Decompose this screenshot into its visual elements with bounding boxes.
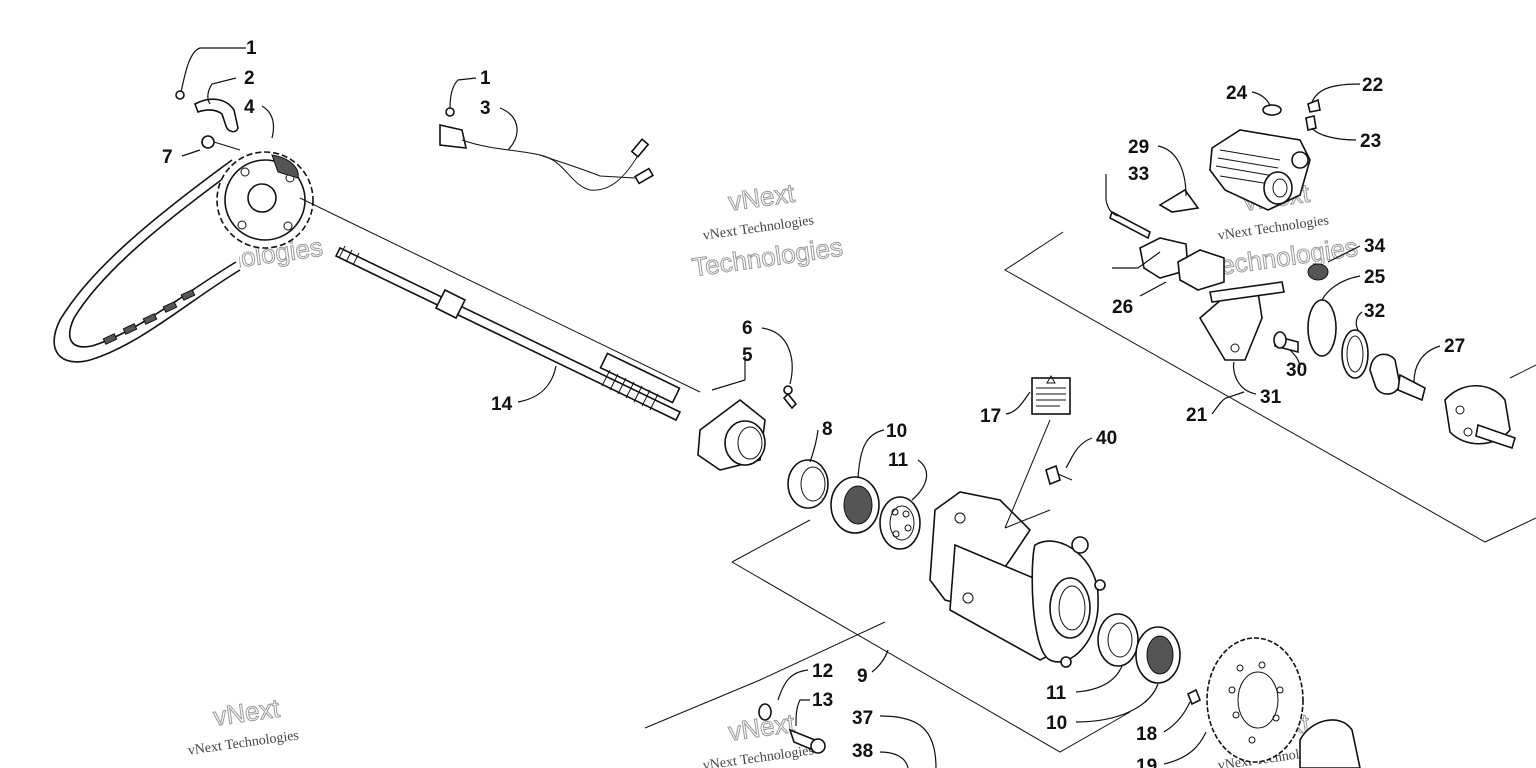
callout-32: 26 — [1112, 297, 1133, 318]
warning-decal — [1031, 374, 1071, 415]
callout-12: 12 — [812, 661, 833, 682]
chain-guard-parts — [175, 90, 241, 151]
sprocket — [216, 151, 314, 249]
callout-29: 29 — [1128, 137, 1149, 158]
callout-13: 13 — [812, 690, 833, 711]
watermark-line: vNext Technologies — [187, 728, 300, 758]
parts — [53, 90, 1536, 768]
callout-1: 1 — [480, 68, 491, 89]
callout-2: 2 — [244, 68, 255, 89]
callout-24: 24 — [1226, 83, 1248, 104]
axle-housing — [929, 491, 1106, 668]
callout-1: 1 — [246, 38, 257, 59]
callout-26: 32 — [1364, 301, 1385, 322]
axle-shaft — [299, 197, 701, 422]
watermark: vNext vNext Technologies — [187, 692, 300, 759]
bearing-flange — [697, 385, 798, 471]
callout-11: 11 — [1046, 683, 1067, 704]
callout-22: 22 — [1362, 75, 1383, 96]
callout-25: 25 — [1364, 267, 1386, 288]
seal-bearing-set-upper — [830, 476, 921, 550]
callout-9: 9 — [857, 666, 868, 687]
housing-bolt — [1045, 464, 1073, 486]
callout-38: 38 — [852, 741, 873, 762]
callout-5: 5 — [742, 345, 753, 366]
watermark-line: vNext Technologies — [702, 743, 815, 768]
caliper-bracket — [1198, 263, 1329, 361]
callout-19: 19 — [1136, 756, 1157, 768]
brake-pads — [1109, 188, 1225, 291]
callout-4: 4 — [244, 97, 255, 118]
callout-8: 8 — [822, 419, 833, 440]
watermark-big-top: vNext — [211, 693, 282, 732]
watermark: vNext vNext Technologies Technologies — [690, 177, 845, 283]
callout-30: 30 — [1286, 360, 1307, 381]
wheel-hub-partial — [1299, 719, 1361, 768]
watermark-big-top: vNext — [726, 178, 797, 217]
callout-23: 23 — [1360, 131, 1381, 152]
callout-33: 33 — [1128, 164, 1149, 185]
callout-10: 10 — [886, 421, 907, 442]
axle-seals-right — [1307, 299, 1426, 402]
drive-chain — [53, 159, 241, 363]
callout-6: 6 — [742, 318, 753, 339]
assembly-frames — [644, 231, 1536, 753]
callout-11: 11 — [888, 450, 909, 471]
callout-40: 40 — [1096, 428, 1117, 449]
callout-10: 10 — [1046, 713, 1067, 734]
right-hub-partial — [1444, 385, 1516, 450]
brake-disc — [1186, 637, 1304, 763]
callout-34: 34 — [1364, 236, 1386, 257]
callout-7: 7 — [162, 147, 173, 168]
seal-bearing-set-lower — [1097, 613, 1181, 684]
speed-sensor — [439, 107, 655, 191]
bearing-race — [787, 459, 829, 509]
callout-31: 31 — [1260, 387, 1282, 408]
callout-labels: 1 2 4 7 1 3 14 6 5 8 10 11 17 40 12 13 9… — [162, 38, 1465, 768]
callout-18: 18 — [1136, 724, 1157, 745]
callout-3: 3 — [480, 98, 491, 119]
callout-37: 37 — [852, 708, 873, 729]
callout-21: 21 — [1186, 405, 1208, 426]
lower-bolts — [758, 703, 826, 754]
leader-lines — [180, 47, 1441, 768]
callout-14: 14 — [491, 394, 513, 415]
callout-17: 17 — [980, 406, 1001, 427]
callout-27: 27 — [1444, 336, 1465, 357]
brake-caliper — [1209, 98, 1321, 211]
